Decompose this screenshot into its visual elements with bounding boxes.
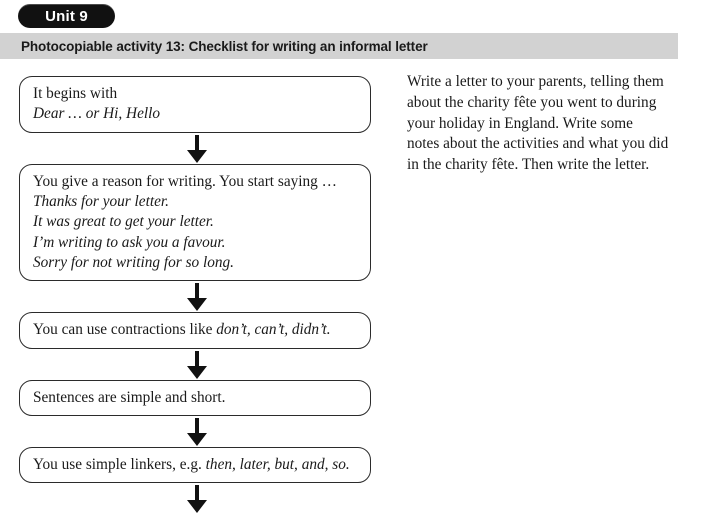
flow-line: I’m writing to ask you a favour.	[33, 233, 226, 251]
flow-line: You give a reason for writing. You start…	[33, 172, 337, 190]
flow-box-sentences: Sentences are simple and short.	[19, 379, 371, 417]
arrow-shaft	[195, 485, 199, 504]
flow-line-lead: You can use contractions like	[33, 321, 217, 339]
flow-arrow-down-icon	[19, 483, 371, 514]
flow-box-reason: You give a reason for writing. You start…	[19, 163, 371, 282]
flow-box-opening: It begins with Dear … or Hi, Hello	[19, 76, 371, 133]
arrow-head	[187, 149, 207, 163]
flow-line: You can use contractions like don’t, can…	[33, 320, 360, 340]
flow-line: It begins with	[33, 85, 118, 102]
arrow-head	[187, 298, 207, 312]
unit-badge-label: Unit 9	[45, 7, 88, 25]
flow-arrow-down-icon	[19, 349, 371, 380]
arrow-shaft	[195, 134, 199, 153]
checklist-flowchart: It begins with Dear … or Hi, Hello You g…	[19, 76, 371, 514]
flow-box-linkers: You use simple linkers, e.g. then, later…	[19, 447, 371, 484]
task-instruction-text: Write a letter to your parents, telling …	[407, 73, 669, 174]
flow-line: You use simple linkers, e.g. then, later…	[33, 455, 360, 475]
flow-box-contractions: You can use contractions like don’t, can…	[19, 312, 371, 349]
flow-line: Thanks for your letter.	[33, 193, 169, 211]
flow-line: Sentences are simple and short.	[33, 388, 226, 406]
arrow-head	[187, 365, 207, 379]
arrow-shaft	[195, 418, 199, 437]
flow-arrow-down-icon	[19, 133, 371, 164]
arrow-shaft	[195, 350, 199, 369]
flow-arrow-down-icon	[19, 281, 371, 312]
arrow-head	[187, 433, 207, 447]
flow-line: Dear … or Hi, Hello	[33, 105, 161, 123]
arrow-head	[187, 500, 207, 514]
flow-line: Sorry for not writing for so long.	[33, 254, 235, 272]
activity-header-label: Photocopiable activity 13: Checklist for…	[21, 38, 428, 54]
arrow-shaft	[195, 283, 199, 302]
flow-line-emphasis: then, later, but, and, so.	[205, 456, 350, 474]
unit-badge: Unit 9	[18, 4, 115, 28]
flow-arrow-down-icon	[19, 416, 371, 447]
flow-line-lead: You use simple linkers, e.g.	[33, 456, 206, 474]
flow-line-emphasis: don’t, can’t, didn’t.	[216, 321, 331, 339]
activity-header-bar: Photocopiable activity 13: Checklist for…	[0, 33, 678, 59]
flow-line: It was great to get your letter.	[33, 213, 214, 231]
